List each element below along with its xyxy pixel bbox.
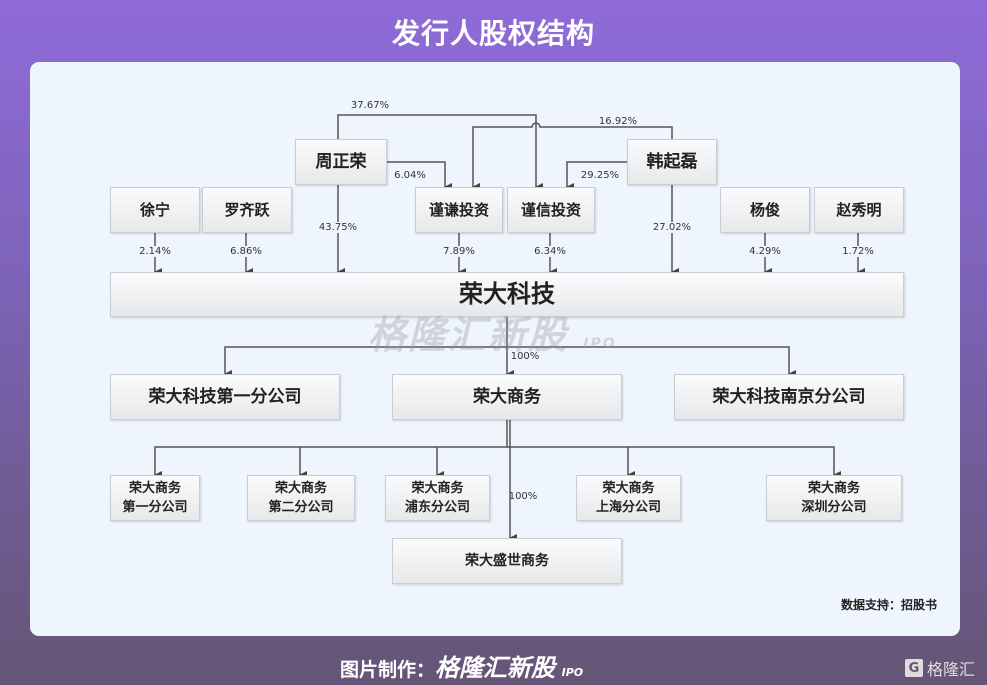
shareholder-xu: 徐宁 — [110, 187, 200, 233]
branch-line2: 第一分公司 — [122, 500, 188, 515]
commerce-branch-pudong: 荣大商务浦东分公司 — [385, 475, 490, 521]
branch-line1: 荣大商务 — [602, 481, 655, 496]
watermark-text: 格隆汇新股 — [368, 313, 569, 357]
source-note: 数据支持：招股书 — [840, 598, 937, 612]
branch-line1: 荣大商务 — [411, 481, 464, 496]
pct-han: 27.02% — [652, 222, 692, 233]
line-han-jinxin — [566, 161, 627, 191]
subsidiary-commerce: 荣大商务 — [392, 374, 622, 420]
pct-yang: 4.29% — [749, 246, 781, 257]
shareholder-luo: 罗齐跃 — [202, 187, 292, 233]
pct-zhou-jinxin: 37.67% — [350, 100, 390, 111]
pct-commerce: 100% — [510, 351, 540, 362]
branch-first: 荣大科技第一分公司 — [110, 374, 340, 420]
branch-line2: 第二分公司 — [268, 500, 334, 515]
logo-icon: G — [904, 659, 923, 677]
shareholder-zhou: 周正荣 — [295, 139, 387, 185]
line-zhou-jinxin — [337, 114, 543, 191]
shareholder-yang: 杨俊 — [720, 187, 810, 233]
pct-han-jinqian: 16.92% — [598, 116, 638, 127]
pct-jinqian: 7.89% — [443, 246, 475, 257]
pct-luo: 6.86% — [230, 246, 262, 257]
page-title: 发行人股权结构 — [391, 17, 595, 50]
pct-zhou: 43.75% — [318, 222, 358, 233]
pct-han-jinxin: 29.25% — [580, 170, 620, 181]
branch-line2: 上海分公司 — [595, 500, 661, 515]
footer-ipo: IPO — [561, 666, 584, 679]
shareholder-jinqian: 谨谦投资 — [415, 187, 503, 233]
footer-brand: 格隆汇新股 — [435, 654, 556, 682]
branch-nanjing: 荣大科技南京分公司 — [674, 374, 904, 420]
branch-line1: 荣大商务 — [807, 481, 860, 496]
commerce-branch-shenzhen: 荣大商务深圳分公司 — [766, 475, 902, 521]
shareholder-jinxin: 谨信投资 — [507, 187, 595, 233]
watermark: 格隆汇新股 IPO — [368, 304, 617, 359]
line-zhou-jinqian — [387, 161, 452, 191]
shareholder-han: 韩起磊 — [627, 139, 717, 185]
footer-credit: 图片制作：格隆汇新股 IPO — [340, 648, 583, 683]
footer-label: 图片制作： — [340, 659, 436, 681]
branch-line1: 荣大商务 — [128, 481, 181, 496]
line-rongda-branch1 — [224, 317, 508, 378]
pct-shengshi: 100% — [508, 491, 538, 502]
line-rongda-nanjing — [507, 346, 796, 378]
watermark-ipo: IPO — [583, 336, 617, 352]
line-han-jinqian — [472, 122, 673, 191]
pct-jinxin: 6.34% — [534, 246, 566, 257]
branch-line2: 深圳分公司 — [801, 500, 867, 515]
commerce-branch-shanghai: 荣大商务上海分公司 — [576, 475, 681, 521]
commerce-branch-2: 荣大商务第二分公司 — [247, 475, 355, 521]
pct-xu: 2.14% — [139, 246, 171, 257]
logo-text: 格隆汇 — [926, 660, 975, 679]
shareholder-zhao: 赵秀明 — [814, 187, 904, 233]
branch-line1: 荣大商务 — [274, 481, 327, 496]
subsidiary-shengshi: 荣大盛世商务 — [392, 538, 622, 584]
pct-zhou-jinqian: 6.04% — [394, 170, 426, 181]
branch-line2: 浦东分公司 — [404, 500, 470, 515]
commerce-branch-1: 荣大商务第一分公司 — [110, 475, 200, 521]
issuer-rongda: 荣大科技 — [110, 272, 904, 317]
pct-zhao: 1.72% — [842, 246, 874, 257]
